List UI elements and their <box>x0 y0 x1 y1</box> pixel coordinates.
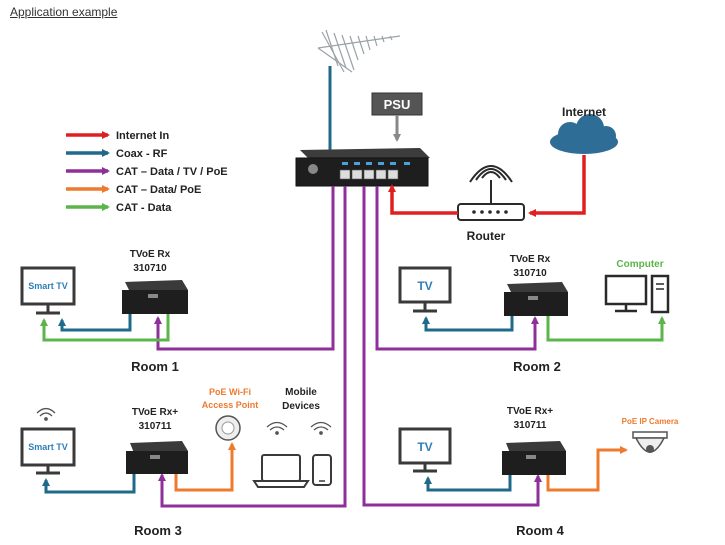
room3: TVoE Rx+ 310711 Smart TV PoE Wi-Fi Acces… <box>20 387 332 538</box>
tv-label: Smart TV <box>28 281 68 291</box>
psu-label: PSU <box>384 97 411 112</box>
coax-line <box>58 314 132 332</box>
legend-label: CAT – Data/ PoE <box>116 184 201 196</box>
rx-code-label: 310711 <box>139 421 172 432</box>
receiver-icon <box>122 280 188 314</box>
cloud-icon <box>550 114 618 154</box>
tv-label: TV <box>417 279 432 293</box>
ip-camera-icon <box>632 431 668 453</box>
legend-item-cat-tv: CAT – Data / TV / PoE <box>66 166 228 178</box>
poe-line <box>174 442 236 492</box>
smart-tv-icon: Smart TV <box>20 427 76 475</box>
room4: TVoE Rx+ 310711 TV PoE IP Camera Room 4 <box>398 406 679 538</box>
smartphone-icon <box>312 454 332 486</box>
router-icon <box>457 165 525 221</box>
access-point-icon <box>215 415 241 441</box>
cat-line-room1 <box>154 186 335 351</box>
internet-line <box>528 155 586 217</box>
tv-label: TV <box>417 440 432 454</box>
router-switch-line <box>388 184 458 215</box>
mobile-label: Mobile <box>285 387 317 398</box>
legend: Internet In Coax - RF CAT – Data / TV / … <box>66 130 228 214</box>
receiver-icon <box>126 441 188 474</box>
room-label: Room 3 <box>134 523 182 538</box>
rx-model-label: TVoE Rx+ <box>132 407 178 418</box>
ap-label: Access Point <box>202 400 259 410</box>
poe-line <box>546 446 628 492</box>
rx-code-label: 310710 <box>513 268 547 279</box>
coax-line <box>424 475 512 492</box>
room-label: Room 2 <box>513 359 561 374</box>
legend-item-cat-data: CAT - Data <box>66 202 172 214</box>
psu-box: PSU <box>371 92 423 142</box>
tv-icon: TV <box>398 266 452 313</box>
headend-switch <box>295 148 430 187</box>
rx-model-label: TVoE Rx+ <box>507 406 553 417</box>
mobile-label: Devices <box>282 401 320 412</box>
room2: TVoE Rx 310710 TV Computer Room 2 <box>398 254 670 374</box>
legend-item-coax: Coax - RF <box>66 148 168 160</box>
internet-label: Internet <box>562 105 606 119</box>
room-label: Room 4 <box>516 523 564 538</box>
wifi-icon <box>36 407 56 421</box>
computer-label: Computer <box>616 259 663 270</box>
diagram-title: Application example <box>10 5 118 19</box>
ap-label: PoE Wi-Fi <box>209 387 251 397</box>
rx-model-label: TVoE Rx <box>130 249 171 260</box>
coax-line <box>42 474 136 494</box>
rx-code-label: 310711 <box>514 420 547 431</box>
legend-item-internet: Internet In <box>66 130 169 142</box>
camera-label: PoE IP Camera <box>622 417 679 426</box>
router-label: Router <box>467 229 506 243</box>
smart-tv-icon: Smart TV <box>20 266 76 315</box>
tv-icon: TV <box>398 427 452 473</box>
cat-line-room3 <box>158 186 347 508</box>
cat-line-room2 <box>375 186 539 351</box>
data-line <box>40 314 170 342</box>
legend-label: Coax - RF <box>116 148 168 160</box>
legend-label: CAT – Data / TV / PoE <box>116 166 228 178</box>
tv-label: Smart TV <box>28 442 68 452</box>
antenna-icon <box>317 29 401 73</box>
laptop-icon <box>252 454 310 488</box>
computer-icon <box>604 274 670 314</box>
wifi-icon <box>266 421 332 435</box>
legend-item-cat-poe: CAT – Data/ PoE <box>66 184 201 196</box>
legend-label: Internet In <box>116 130 169 142</box>
coax-line <box>422 316 514 332</box>
legend-label: CAT - Data <box>116 202 172 214</box>
room1: TVoE Rx 310710 Smart TV Room 1 <box>20 249 188 374</box>
room-label: Room 1 <box>131 359 179 374</box>
data-line <box>546 316 666 342</box>
rx-model-label: TVoE Rx <box>510 254 551 265</box>
receiver-icon <box>502 441 566 475</box>
cat-line-room4 <box>362 186 542 507</box>
rx-code-label: 310710 <box>133 263 167 274</box>
receiver-icon <box>504 282 568 316</box>
